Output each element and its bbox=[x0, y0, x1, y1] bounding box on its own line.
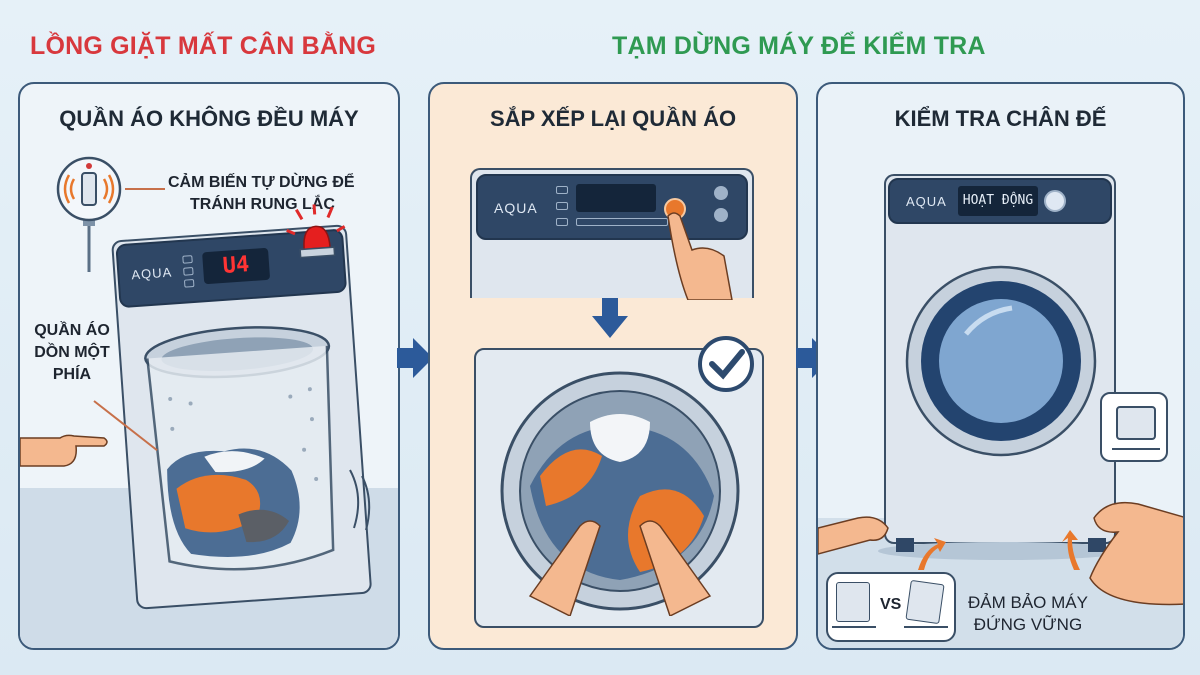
top-load-washer-tilted: AQUA U4 bbox=[111, 204, 373, 620]
pointing-hand-icon bbox=[20, 434, 108, 467]
play-icon[interactable] bbox=[1044, 190, 1066, 212]
drum-top-view bbox=[500, 371, 740, 616]
tilted-washer-icon bbox=[905, 579, 945, 625]
next-arrow-icon bbox=[796, 338, 832, 378]
panel-rearrange-clothes: SẮP XẾP LẠI QUẦN ÁO AQUA bbox=[428, 82, 798, 650]
power-button-icon[interactable] bbox=[714, 186, 728, 200]
level-washer-icon bbox=[836, 582, 870, 622]
vibration-sensor-icon bbox=[56, 156, 122, 272]
error-display: U4 bbox=[202, 247, 271, 285]
brand-logo: AQUA bbox=[130, 264, 173, 283]
panel-title: KIỂM TRA CHÂN ĐẾ bbox=[894, 106, 1107, 131]
control-panel: AQUA bbox=[476, 174, 748, 240]
comparison-bubble: VS bbox=[826, 572, 956, 642]
laundry-callout: QUẦN ÁO DỒN MỘT PHÍA bbox=[34, 322, 110, 383]
brand-logo: AQUA bbox=[494, 200, 538, 216]
headline-solution: TẠM DỪNG MÁY ĐỂ KIỂM TRA bbox=[612, 32, 986, 60]
vs-label: VS bbox=[880, 596, 902, 613]
panel-unbalanced-load: QUẦN ÁO KHÔNG ĐỀU MÁY CẢM BIẾN TỰ DỪNG Đ… bbox=[18, 82, 400, 650]
status-display: HOẠT ĐỘNG bbox=[958, 186, 1038, 216]
callout-line bbox=[125, 188, 165, 190]
drum-with-clothes bbox=[144, 326, 335, 571]
footer-caption: ĐẢM BẢO MÁY ĐỨNG VỮNG bbox=[968, 593, 1088, 634]
headline-problem: LỒNG GIẶT MẤT CÂN BẰNG bbox=[30, 32, 377, 60]
motion-lines-icon bbox=[349, 469, 371, 531]
sensor-callout: CẢM BIẾN TỰ DỪNG ĐỂ TRÁNH RUNG LẮC bbox=[168, 174, 355, 213]
brand-logo: AQUA bbox=[906, 194, 947, 209]
panel-check-feet: KIỂM TRA CHÂN ĐẾ AQUA HOẠT ĐỘNG VS Đ bbox=[816, 82, 1185, 650]
level-check-bubble bbox=[1100, 392, 1168, 462]
program-display bbox=[576, 184, 656, 212]
option-button-icon[interactable] bbox=[714, 208, 728, 222]
next-arrow-icon bbox=[397, 338, 433, 378]
hands-adjusting-feet bbox=[818, 501, 1183, 606]
panel-title: QUẦN ÁO KHÔNG ĐỀU MÁY bbox=[59, 106, 359, 131]
panel-title: SẮP XẾP LẠI QUẦN ÁO bbox=[489, 106, 737, 131]
pressing-finger-icon bbox=[667, 212, 733, 300]
checkmark-icon bbox=[698, 336, 754, 392]
leveling-foot-icon bbox=[896, 538, 1106, 552]
alarm-light-icon bbox=[286, 204, 346, 259]
control-panel: AQUA HOẠT ĐỘNG bbox=[888, 178, 1112, 224]
washer-door bbox=[905, 265, 1097, 457]
down-arrow-icon bbox=[592, 298, 628, 338]
